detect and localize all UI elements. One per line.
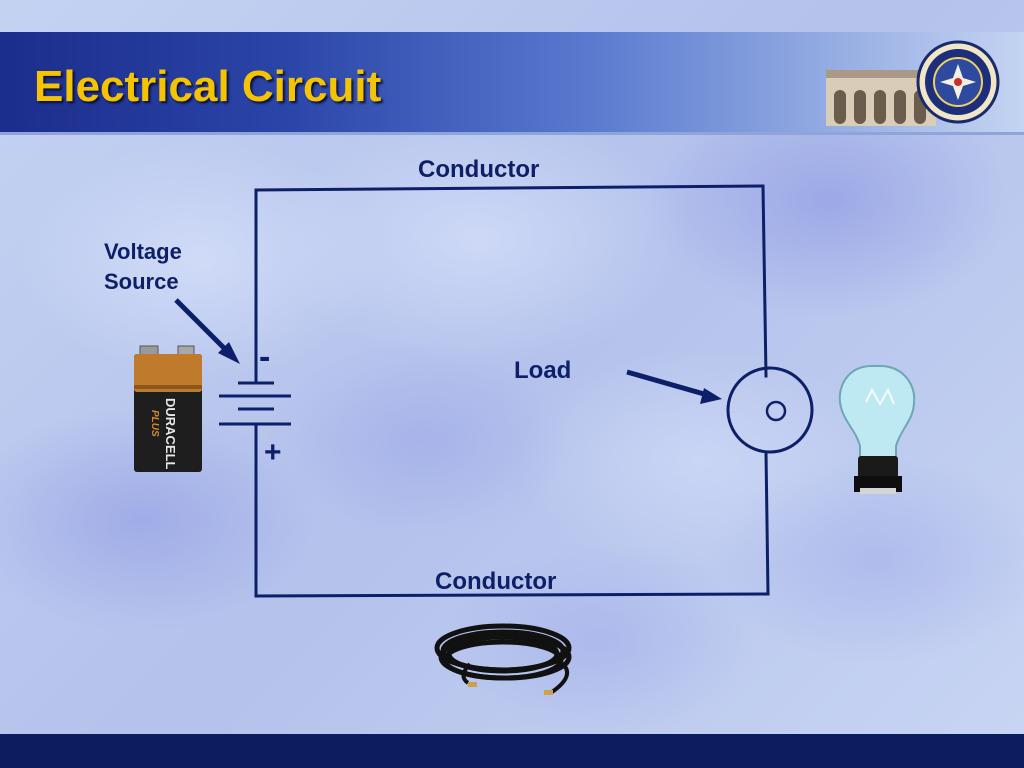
slide-title: Electrical Circuit [34, 62, 382, 111]
voltage-arrowhead [218, 342, 240, 364]
school-seal-logo [826, 40, 1000, 126]
footer-bar [0, 734, 1024, 768]
wire-right-lower [764, 450, 770, 596]
conductor-top-label: Conductor [418, 156, 540, 183]
minus-sign: - [259, 338, 271, 376]
plus-sign: + [264, 436, 282, 469]
voltage-source-label: Voltage Source [104, 239, 182, 294]
load-label: Load [514, 357, 572, 384]
load-arrow [626, 369, 705, 397]
cable-connector-right [544, 690, 553, 695]
load-symbol [726, 366, 814, 454]
battery-brand: DURACELL [163, 398, 178, 470]
conductor-bottom-label: Conductor [435, 568, 557, 595]
title-bar: Electrical Circuit [0, 32, 1024, 135]
cable-coil-icon [434, 623, 572, 694]
wire-top [254, 184, 765, 192]
cable-connector-left [468, 682, 477, 687]
light-bulb-icon [838, 365, 916, 494]
voltage-arrow [174, 298, 230, 354]
battery-icon: DURACELL PLUS [134, 345, 202, 472]
load-arrowhead [700, 388, 722, 404]
wire-right-upper [761, 184, 768, 378]
load-symbol-inner [765, 400, 787, 422]
battery-symbol [219, 381, 291, 426]
wire-bottom [254, 592, 770, 598]
battery-sub: PLUS [149, 410, 160, 437]
